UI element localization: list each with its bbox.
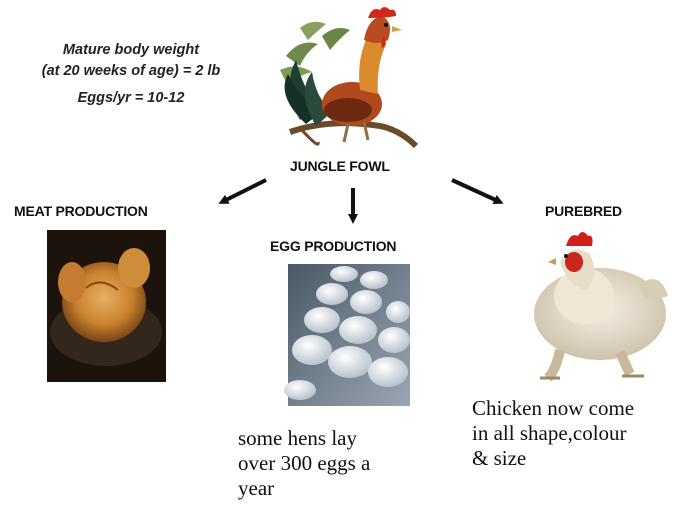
purebred-note: Chicken now come in all shape,colour & s…: [472, 396, 684, 470]
arrow-to-purebred: [452, 180, 500, 202]
purebred-note-line: in all shape,colour: [472, 421, 684, 446]
egg-tray-image: [284, 264, 410, 406]
egg-note-line: some hens lay: [238, 426, 438, 451]
meat-production-label: MEAT PRODUCTION: [14, 203, 148, 219]
jungle-fowl-image: [280, 7, 416, 146]
purebred-note-line: Chicken now come: [472, 396, 684, 421]
arrow-to-meat: [222, 180, 266, 202]
egg-note-line: year: [238, 476, 438, 501]
jungle-fowl-label: JUNGLE FOWL: [290, 158, 390, 174]
egg-note-line: over 300 eggs a: [238, 451, 438, 476]
purebred-hen-image: [534, 232, 668, 378]
egg-production-note: some hens lay over 300 eggs a year: [238, 426, 438, 500]
egg-production-label: EGG PRODUCTION: [270, 238, 396, 254]
purebred-label: PUREBRED: [545, 203, 622, 219]
roast-chicken-image: [47, 230, 166, 382]
purebred-note-line: & size: [472, 446, 684, 471]
